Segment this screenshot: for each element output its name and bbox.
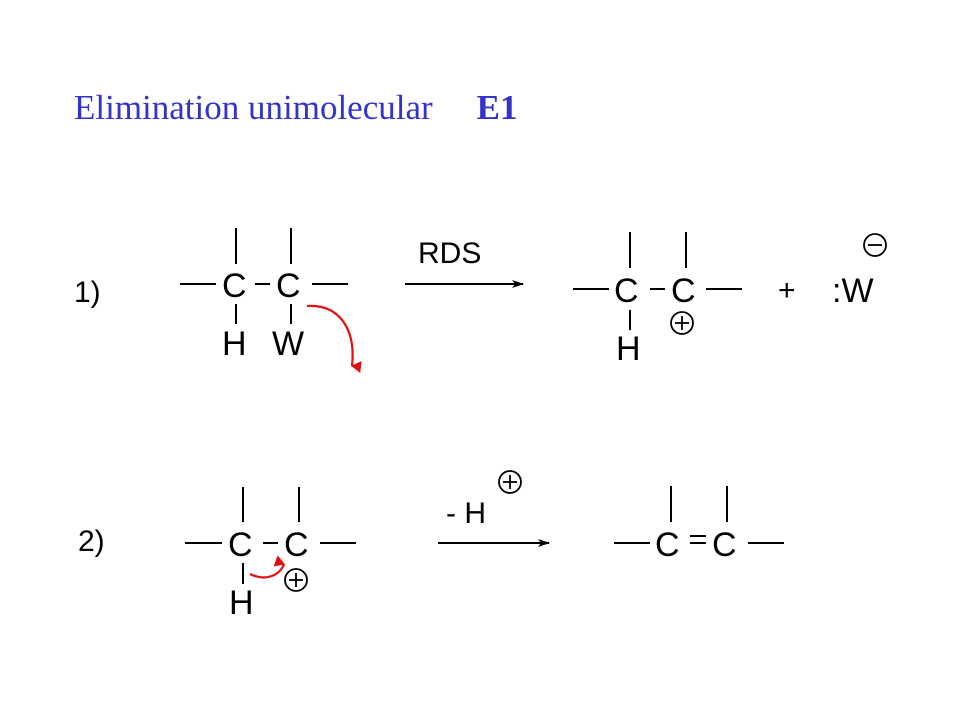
atom-c2: C xyxy=(712,526,737,564)
title-text: Elimination unimolecular xyxy=(74,88,433,127)
atom-c2: C xyxy=(284,526,309,564)
atom-c1: C xyxy=(655,526,680,564)
atom-c1: C xyxy=(228,526,253,564)
step-1-product: C C H xyxy=(573,232,742,368)
atom-c1: C xyxy=(614,272,639,310)
curly-arrow-leaving xyxy=(306,304,362,373)
atom-h: H xyxy=(616,330,641,368)
atom-h: H xyxy=(222,325,247,363)
page-title: Elimination unimolecular E1 xyxy=(74,88,518,128)
plus-charge-icon xyxy=(670,311,694,335)
proton-charge-icon xyxy=(498,470,522,494)
atom-c1: C xyxy=(222,267,247,305)
step-2-product: C C xyxy=(614,486,784,564)
step-2-label: 2) xyxy=(78,525,105,558)
atom-w: W xyxy=(272,325,304,363)
leaving-group: :W xyxy=(832,272,874,310)
step-1-label: 1) xyxy=(74,276,101,309)
step-1-arrow-label: RDS xyxy=(418,237,481,270)
step-2-reactant: C C H xyxy=(185,487,356,622)
plus-charge-icon xyxy=(284,568,308,592)
step-2: 2) C C H - H xyxy=(78,470,784,622)
minus-charge-icon xyxy=(863,233,887,257)
step-1: 1) C C H W RDS C C xyxy=(74,228,887,373)
curly-arrow-proton xyxy=(249,555,286,579)
atom-c2: C xyxy=(671,272,696,310)
step-1-reactant: C C H W xyxy=(180,228,362,373)
step-2-arrow-label: - H xyxy=(446,497,486,530)
atom-c2: C xyxy=(276,267,301,305)
title-tag: E1 xyxy=(476,88,518,127)
plus-sign: + xyxy=(778,274,796,307)
atom-h: H xyxy=(229,584,254,622)
